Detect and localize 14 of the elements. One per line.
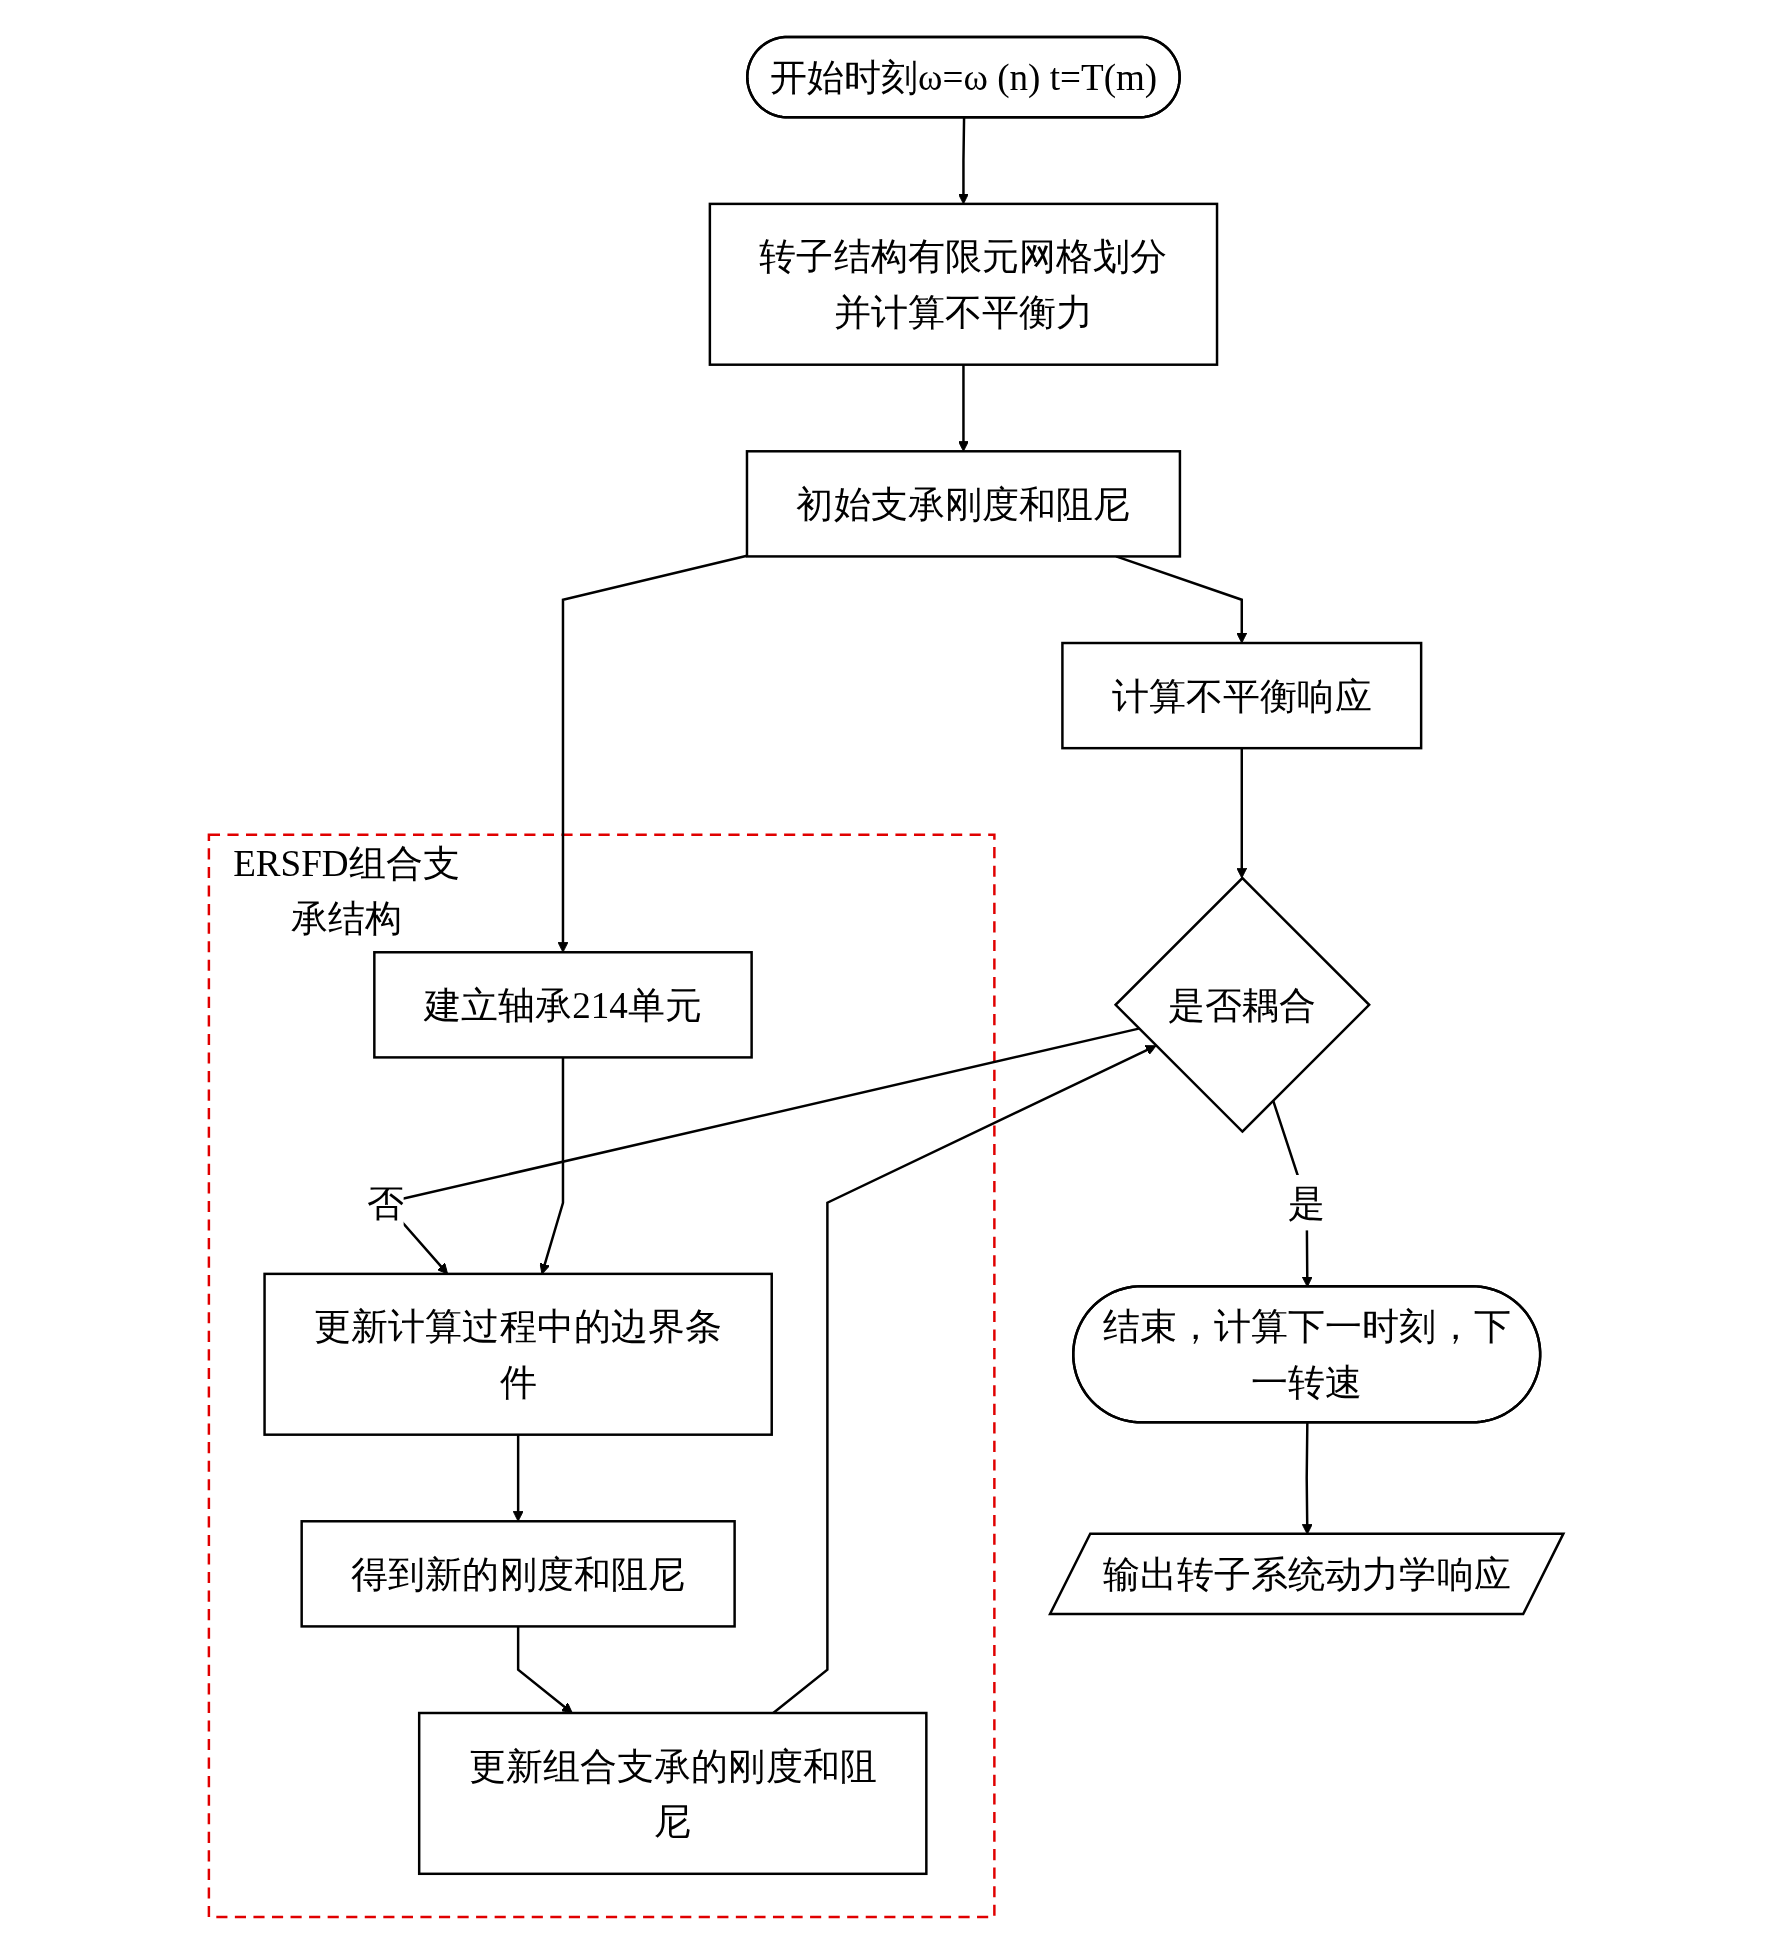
node-box: 更新组合支承的刚度和阻尼 <box>417 1711 928 1875</box>
node-diamond: 是否耦合 <box>1113 875 1371 1133</box>
node-box: 转子结构有限元网格划分并计算不平衡力 <box>708 202 1219 366</box>
edge-label: 否 <box>366 1181 404 1223</box>
arrow <box>1236 747 1248 879</box>
node-box: 建立轴承214单元 <box>372 950 753 1059</box>
node-box: 得到新的刚度和阻尼 <box>300 1519 736 1628</box>
node-box: 更新计算过程中的边界条件 <box>263 1272 773 1436</box>
edge-label: 是 <box>1288 1181 1326 1223</box>
arrow <box>957 117 969 204</box>
arrow <box>539 1056 565 1274</box>
node-box: 计算不平衡响应 <box>1061 641 1423 749</box>
node-box: 初始支承刚度和阻尼 <box>745 449 1181 558</box>
arrow <box>516 1625 573 1713</box>
